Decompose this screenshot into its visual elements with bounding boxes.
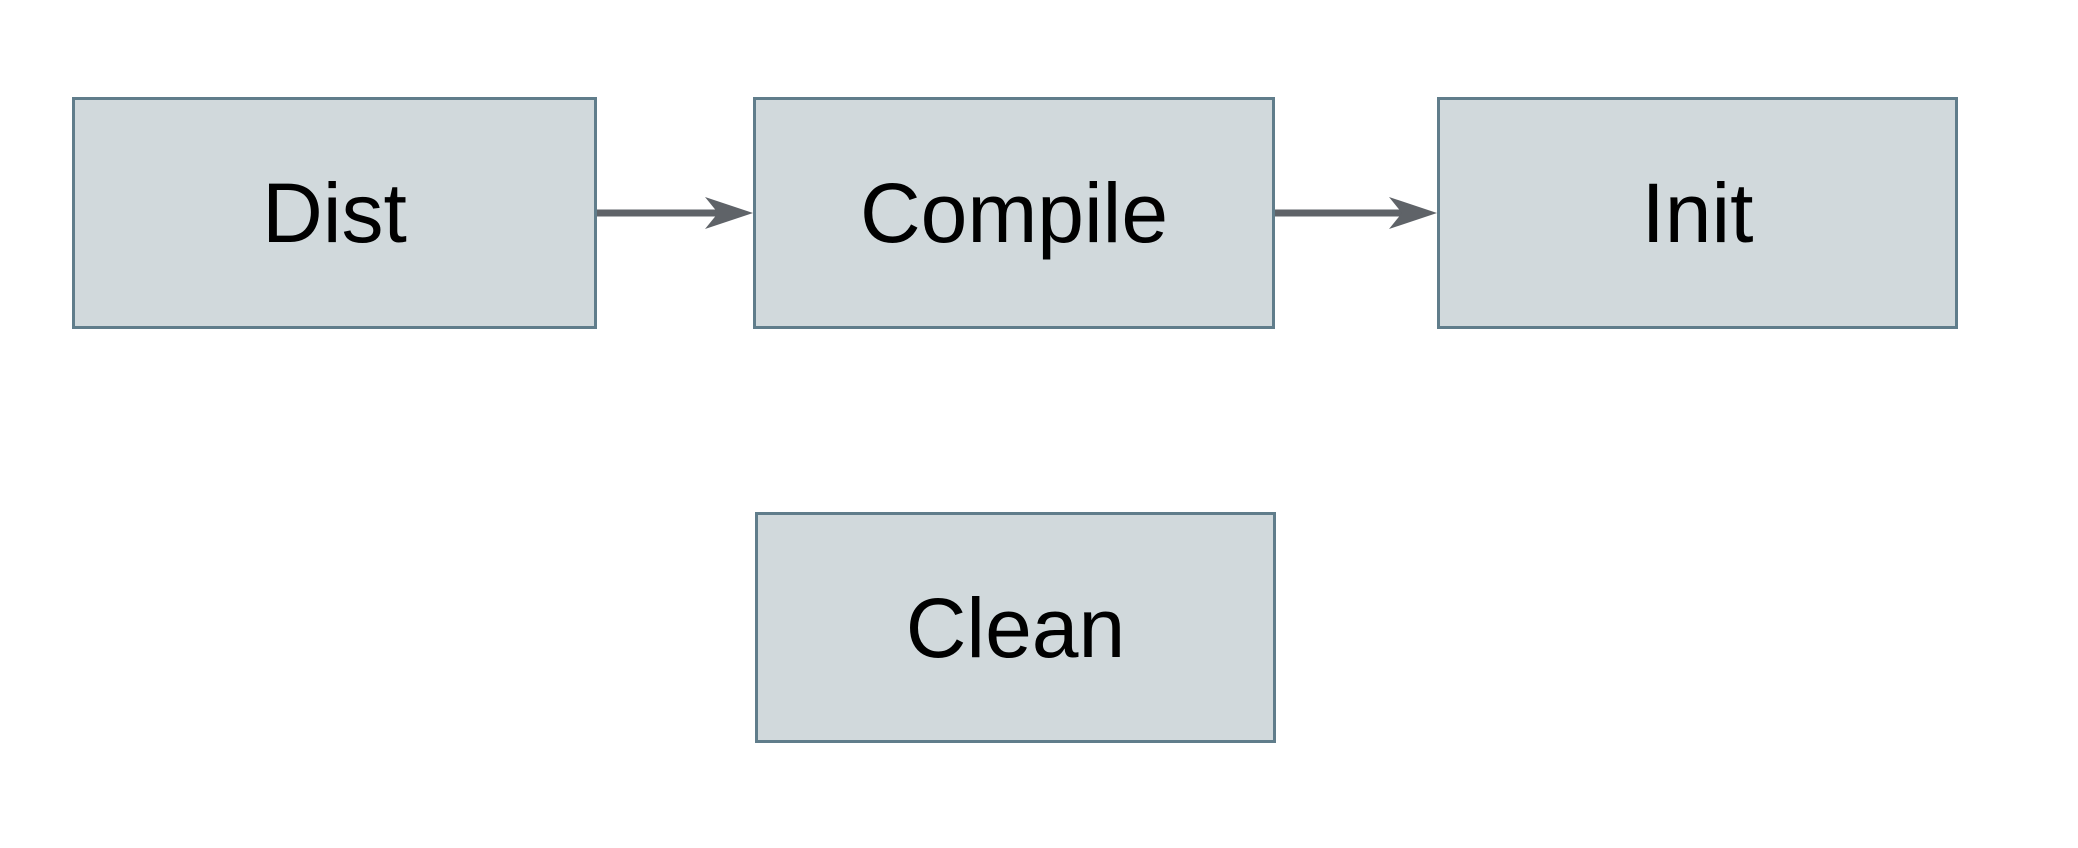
node-init-label: Init bbox=[1641, 166, 1754, 260]
node-compile-label: Compile bbox=[859, 166, 1169, 260]
node-clean[interactable]: Clean bbox=[755, 512, 1276, 743]
node-clean-label: Clean bbox=[905, 580, 1126, 675]
node-dist-label: Dist bbox=[262, 166, 407, 260]
node-dist[interactable]: Dist bbox=[72, 97, 597, 329]
arrow-compile-to-init[interactable] bbox=[1275, 193, 1437, 233]
node-compile[interactable]: Compile bbox=[753, 97, 1275, 329]
arrow-dist-to-compile[interactable] bbox=[597, 193, 753, 233]
node-init[interactable]: Init bbox=[1437, 97, 1958, 329]
arrow-head-icon bbox=[705, 197, 753, 229]
arrow-head-icon bbox=[1389, 197, 1437, 229]
